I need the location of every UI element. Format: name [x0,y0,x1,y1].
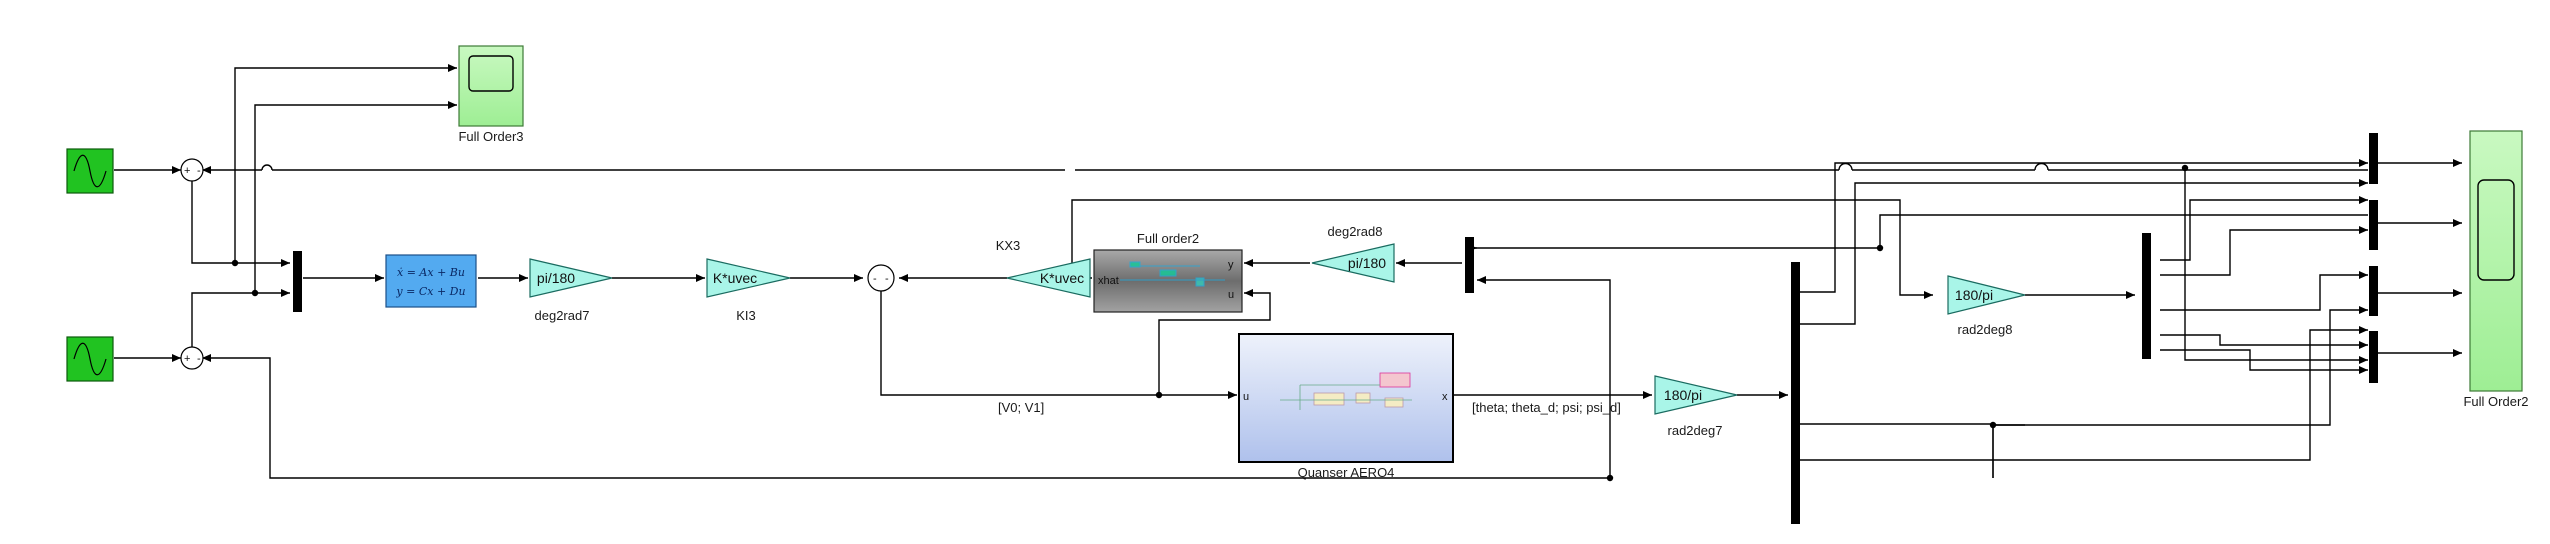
gain-ki3[interactable]: K*uvec KI3 [706,258,791,323]
sine-wave-icon [73,342,107,376]
state-eq-line1: ẋ = Ax + Bu [397,266,465,279]
gain-value: 180/pi [1664,387,1702,403]
gain-value: K*uvec [1040,270,1084,286]
quanser-aero4-label: Quanser AERO4 [1298,465,1395,480]
gain-deg2rad7[interactable]: pi/180 deg2rad7 [529,258,613,323]
gain-deg2rad8[interactable]: pi/180 deg2rad8 [1311,224,1395,283]
sum-block-bottom[interactable]: + - [180,346,204,370]
gain-rad2deg7-label: rad2deg7 [1668,423,1723,438]
sine-wave-source-1[interactable] [66,148,114,194]
sum-block-middle[interactable]: - - [867,264,895,292]
subsystem-full-order2[interactable]: xhat y u Full order2 [1093,231,1243,313]
gain-rad2deg8-label: rad2deg8 [1958,322,2013,337]
quanser-preview-icon [1280,372,1412,410]
scope-full-order2-label: Full Order2 [2463,394,2528,409]
signal-lines [114,64,2462,479]
mux-block-right[interactable] [2142,233,2151,359]
mux-block-out-3[interactable] [2369,266,2378,316]
mux-block-1[interactable] [293,251,302,312]
sum-block-top[interactable]: + - [180,158,204,182]
subsystem-preview-icon [1120,261,1225,287]
port-y: y [1228,259,1234,271]
state-space-block[interactable]: ẋ = Ax + Bu y = Cx + Du [385,254,477,308]
gain-value: pi/180 [537,270,575,286]
gain-deg2rad7-label: deg2rad7 [535,308,590,323]
demux-block-large[interactable] [1791,262,1800,524]
gain-kx3-label: KX3 [996,238,1021,253]
mux-block-out-1[interactable] [2369,133,2378,184]
gain-ki3-label: KI3 [736,308,756,323]
quanser-aero4-block[interactable]: u x Quanser AERO4 [1238,333,1454,480]
mux-block-out-4[interactable] [2369,331,2378,383]
sum-sign-1: + [184,165,190,177]
signal-label-states: [theta; theta_d; psi; psi_d] [1472,400,1621,415]
subsystem-full-order2-label: Full order2 [1137,231,1199,246]
mux-block-out-2[interactable] [2369,200,2378,250]
gain-value: 180/pi [1955,287,1993,303]
gain-deg2rad8-label: deg2rad8 [1328,224,1383,239]
sum-sign-1: + [184,353,190,365]
scope-screen-icon [468,55,514,92]
port-xhat: xhat [1098,275,1119,287]
mux-block-2[interactable] [1465,237,1474,293]
port-x: x [1442,391,1448,403]
junction-dots [231,164,2189,482]
port-u: u [1243,391,1249,403]
gain-value: pi/180 [1348,255,1386,271]
gain-rad2deg7[interactable]: 180/pi rad2deg7 [1654,375,1738,438]
scope-full-order3[interactable]: Full Order3 [458,45,524,144]
gain-value: K*uvec [713,270,757,286]
scope-screen-icon [2477,179,2515,281]
sum-sign-1: - [873,273,877,285]
gain-kx3[interactable]: K*uvec KX3 [996,238,1091,298]
scope-full-order2[interactable]: Full Order2 [2463,130,2529,409]
state-eq-line2: y = Cx + Du [395,285,465,298]
sum-sign-2: - [197,165,201,177]
sum-sign-2: - [197,353,201,365]
signal-label-v0v1: [V0; V1] [998,400,1044,415]
scope-full-order3-label: Full Order3 [458,129,523,144]
gain-rad2deg8[interactable]: 180/pi rad2deg8 [1947,275,2026,337]
sine-wave-icon [73,154,107,188]
sum-sign-2: - [885,273,889,285]
port-u: u [1228,289,1234,301]
sine-wave-source-2[interactable] [66,336,114,382]
